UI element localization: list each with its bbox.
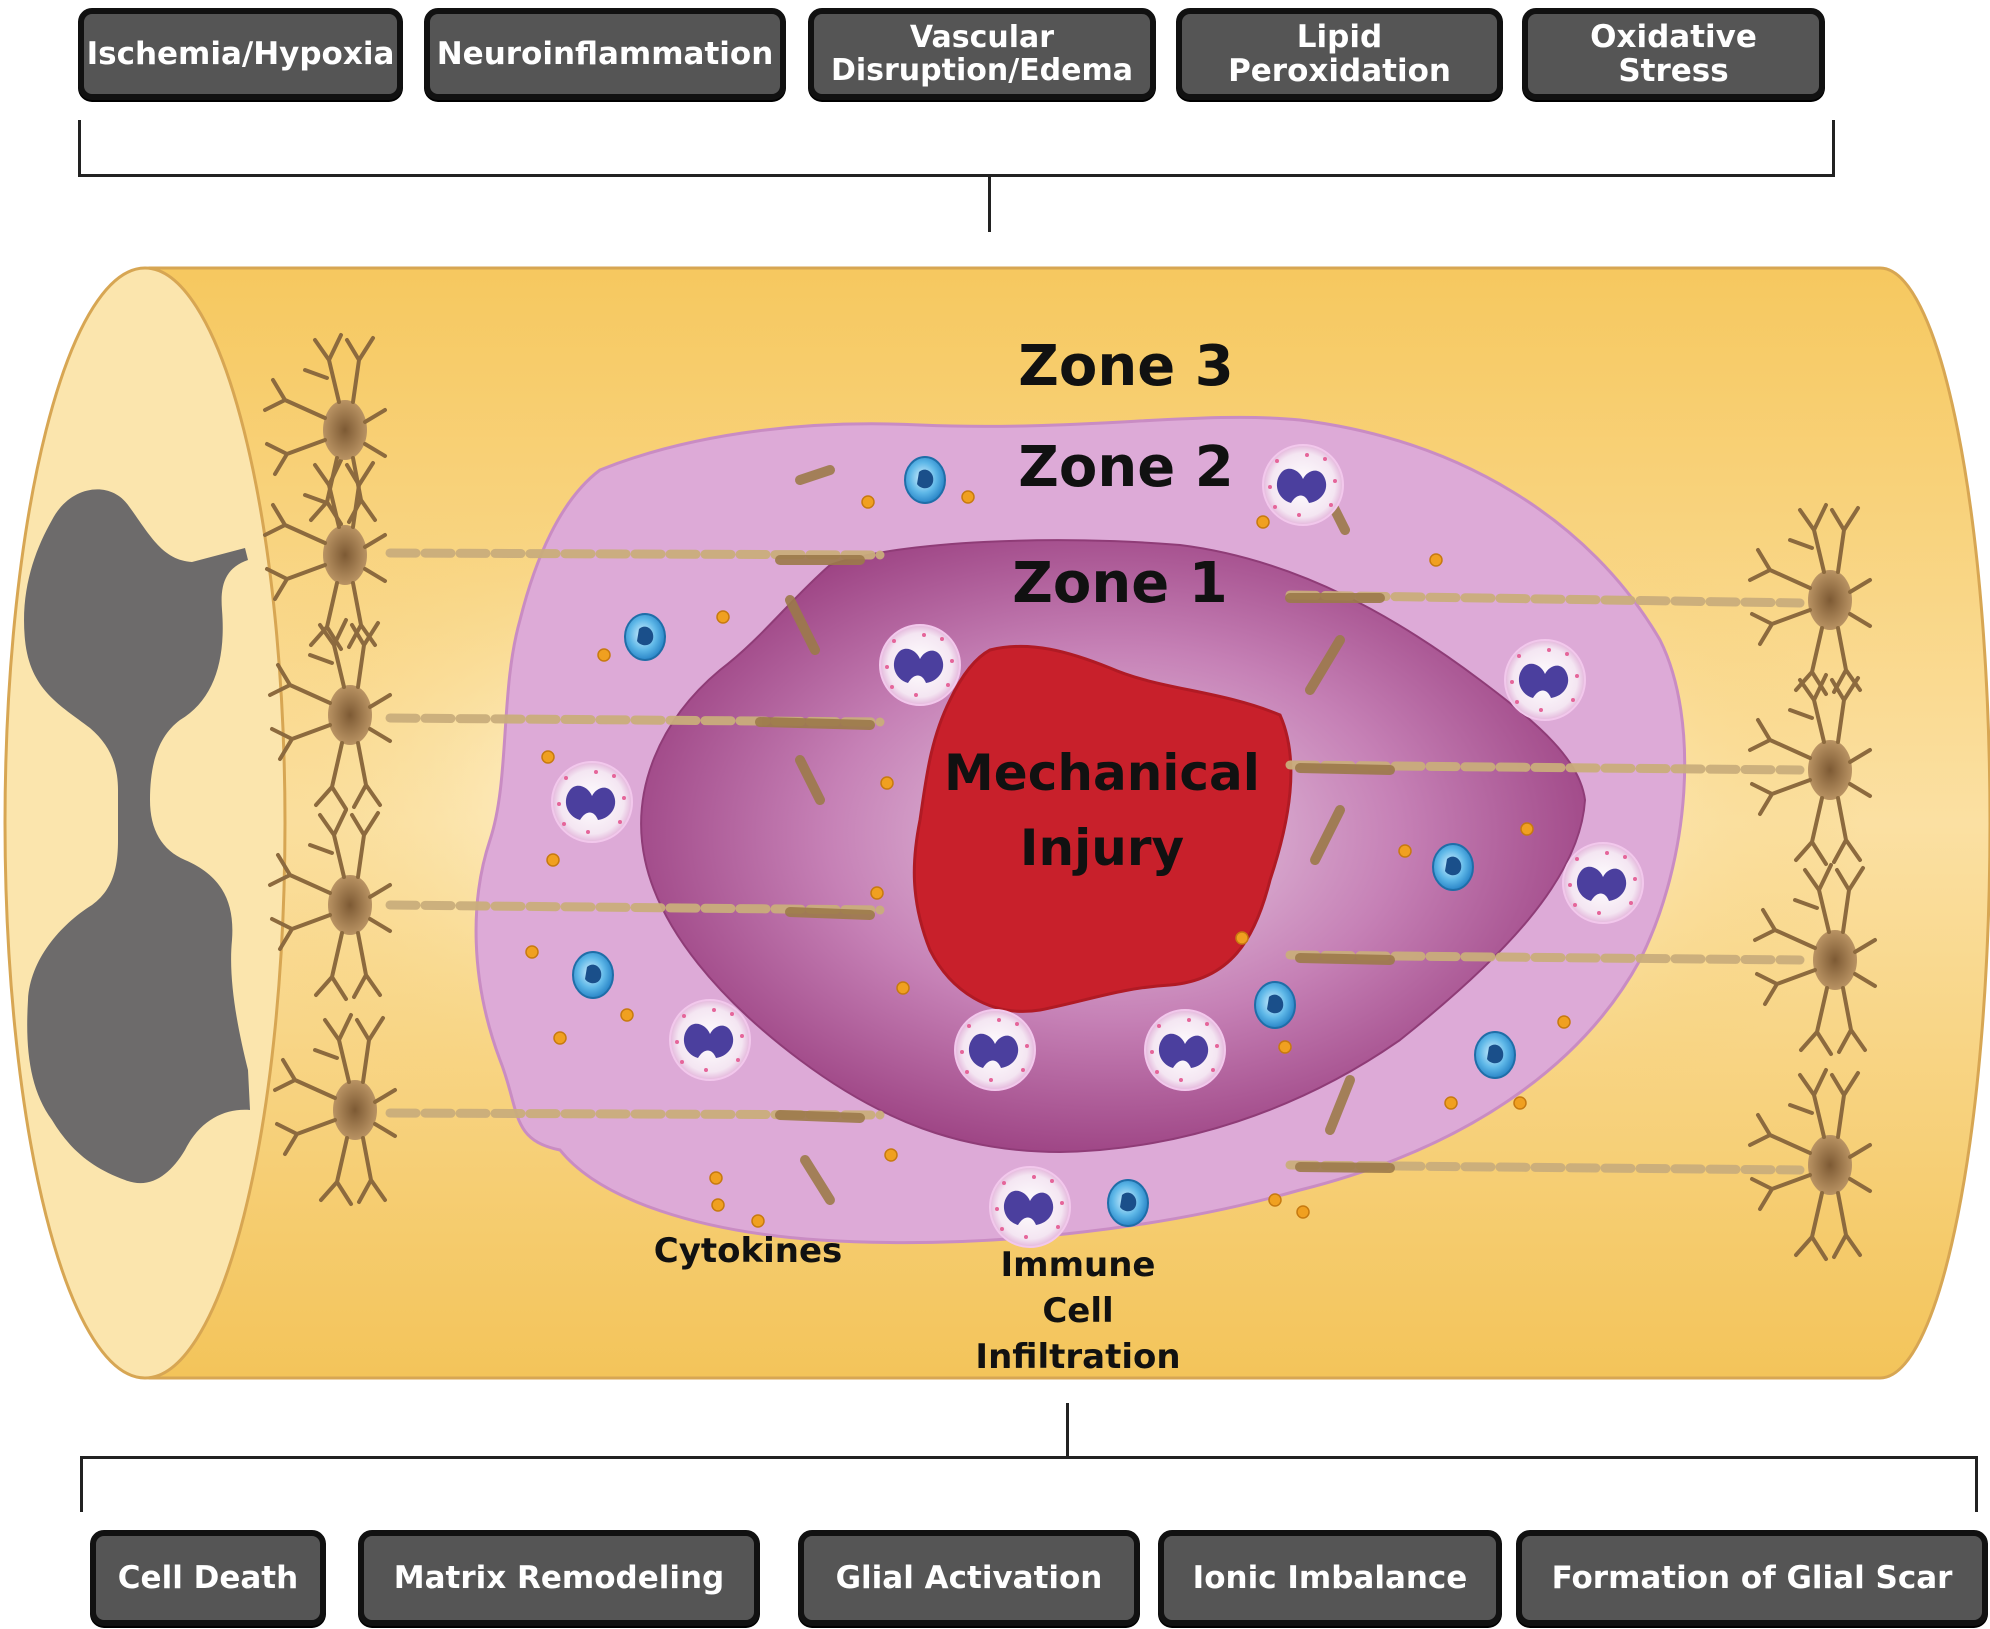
cytokine-dots	[525, 490, 1571, 1228]
outcome-cell-death: Cell Death	[90, 1530, 326, 1626]
outcome-glial-activation: Glial Activation	[798, 1530, 1140, 1626]
top-bracket-left	[78, 120, 81, 177]
immune-label-line3: Infiltration	[975, 1337, 1180, 1377]
top-bracket-right	[1832, 120, 1835, 177]
factor-ischemia-hypoxia: Ischemia/Hypoxia	[78, 8, 403, 100]
cytokines-label: Cytokines	[654, 1231, 843, 1271]
factor-oxidative-stress: Oxidative Stress	[1522, 8, 1825, 100]
mechanical-injury-region	[912, 644, 1293, 1013]
immune-label-line2: Cell	[1042, 1291, 1113, 1331]
outcome-matrix-remodeling: Matrix Remodeling	[358, 1530, 760, 1626]
zone-3-label: Zone 3	[1018, 334, 1233, 399]
factor-vascular-disruption: Vascular Disruption/Edema	[808, 8, 1156, 100]
factor-neuroinflammation: Neuroinflammation	[424, 8, 786, 100]
top-bracket-stem	[988, 174, 991, 232]
bottom-bracket-right	[1975, 1456, 1978, 1512]
immune-label-line1: Immune	[1001, 1245, 1156, 1285]
factor-lipid-peroxidation: Lipid Peroxidation	[1176, 8, 1503, 100]
outcome-glial-scar: Formation of Glial Scar	[1516, 1530, 1988, 1626]
outcome-ionic-imbalance: Ionic Imbalance	[1158, 1530, 1502, 1626]
zone-1-label: Zone 1	[1012, 551, 1227, 616]
top-bracket-bar	[78, 174, 1835, 177]
bottom-bracket-left	[80, 1456, 83, 1512]
zone-2-label: Zone 2	[1018, 435, 1233, 500]
mechanical-injury-line2: Injury	[1020, 819, 1184, 877]
bottom-bracket-bar	[80, 1456, 1978, 1459]
mechanical-injury-line1: Mechanical	[944, 744, 1260, 802]
grey-matter-butterfly	[24, 489, 251, 1184]
bottom-bracket-stem	[1066, 1403, 1069, 1458]
